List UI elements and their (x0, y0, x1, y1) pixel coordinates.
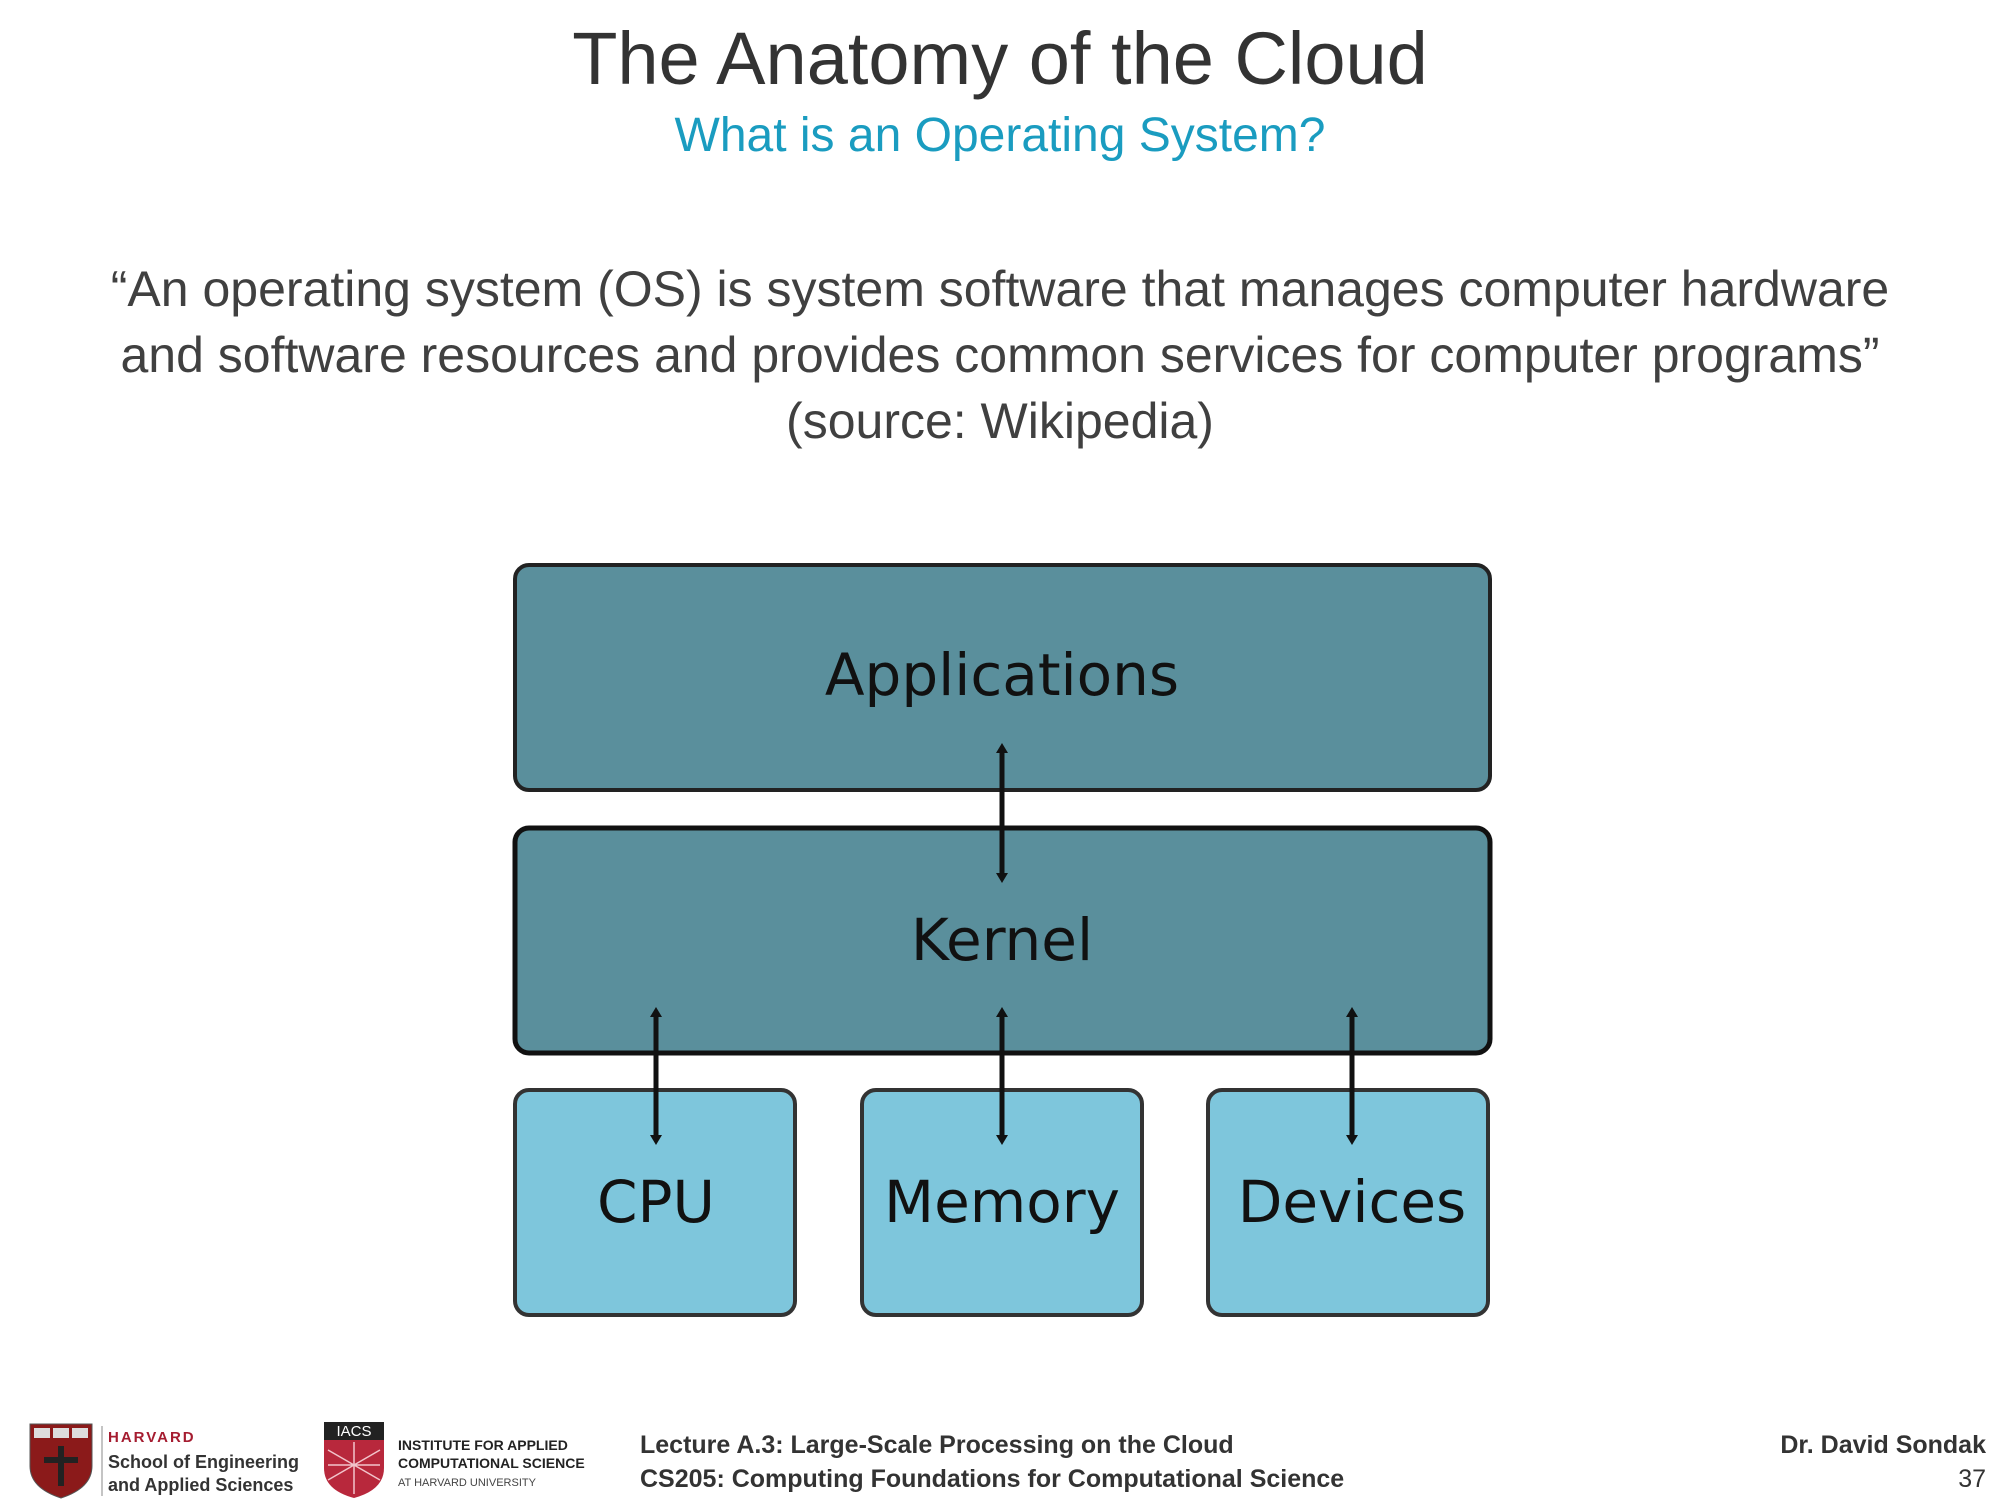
iacs-logo-line2: COMPUTATIONAL SCIENCE (398, 1455, 585, 1471)
footer-author-info: Dr. David Sondak 37 (1780, 1428, 1986, 1496)
iacs-logo-line1: INSTITUTE FOR APPLIED (398, 1437, 568, 1453)
applications-label: Applications (825, 641, 1179, 709)
footer-course-title: CS205: Computing Foundations for Computa… (640, 1465, 1345, 1493)
slide-title: The Anatomy of the Cloud (572, 17, 1428, 100)
devices-label: Devices (1238, 1168, 1467, 1236)
seas-logo-line3: and Applied Sciences (108, 1475, 293, 1495)
iacs-logo: IACS INSTITUTE FOR APPLIED COMPUTATIONAL… (320, 1420, 610, 1500)
iacs-logo-line3: AT HARVARD UNIVERSITY (398, 1477, 537, 1489)
footer-author-name: Dr. David Sondak (1780, 1431, 1986, 1459)
seas-logo-line2: School of Engineering (108, 1452, 299, 1472)
cpu-label: CPU (597, 1168, 715, 1236)
footer-lecture-title: Lecture A.3: Large-Scale Processing on t… (640, 1431, 1234, 1459)
os-definition-quote: “An operating system (OS) is system soft… (70, 256, 1930, 454)
quote-line-2: and software resources and provides comm… (120, 327, 1880, 383)
page-number: 37 (1958, 1465, 1986, 1493)
quote-line-1: “An operating system (OS) is system soft… (110, 261, 1890, 317)
os-layer-diagram: Applications Kernel CPU Memory Devices (500, 550, 1500, 1340)
kernel-label: Kernel (911, 906, 1093, 974)
iacs-badge: IACS (336, 1423, 371, 1440)
quote-source: (source: Wikipedia) (786, 393, 1214, 449)
seas-logo-harvard: HARVARD (108, 1429, 196, 1446)
harvard-seas-logo: HARVARD School of Engineering and Applie… (24, 1420, 304, 1500)
memory-label: Memory (884, 1168, 1120, 1236)
slide-subtitle: What is an Operating System? (674, 109, 1326, 162)
footer-lecture-info: Lecture A.3: Large-Scale Processing on t… (640, 1428, 1344, 1496)
